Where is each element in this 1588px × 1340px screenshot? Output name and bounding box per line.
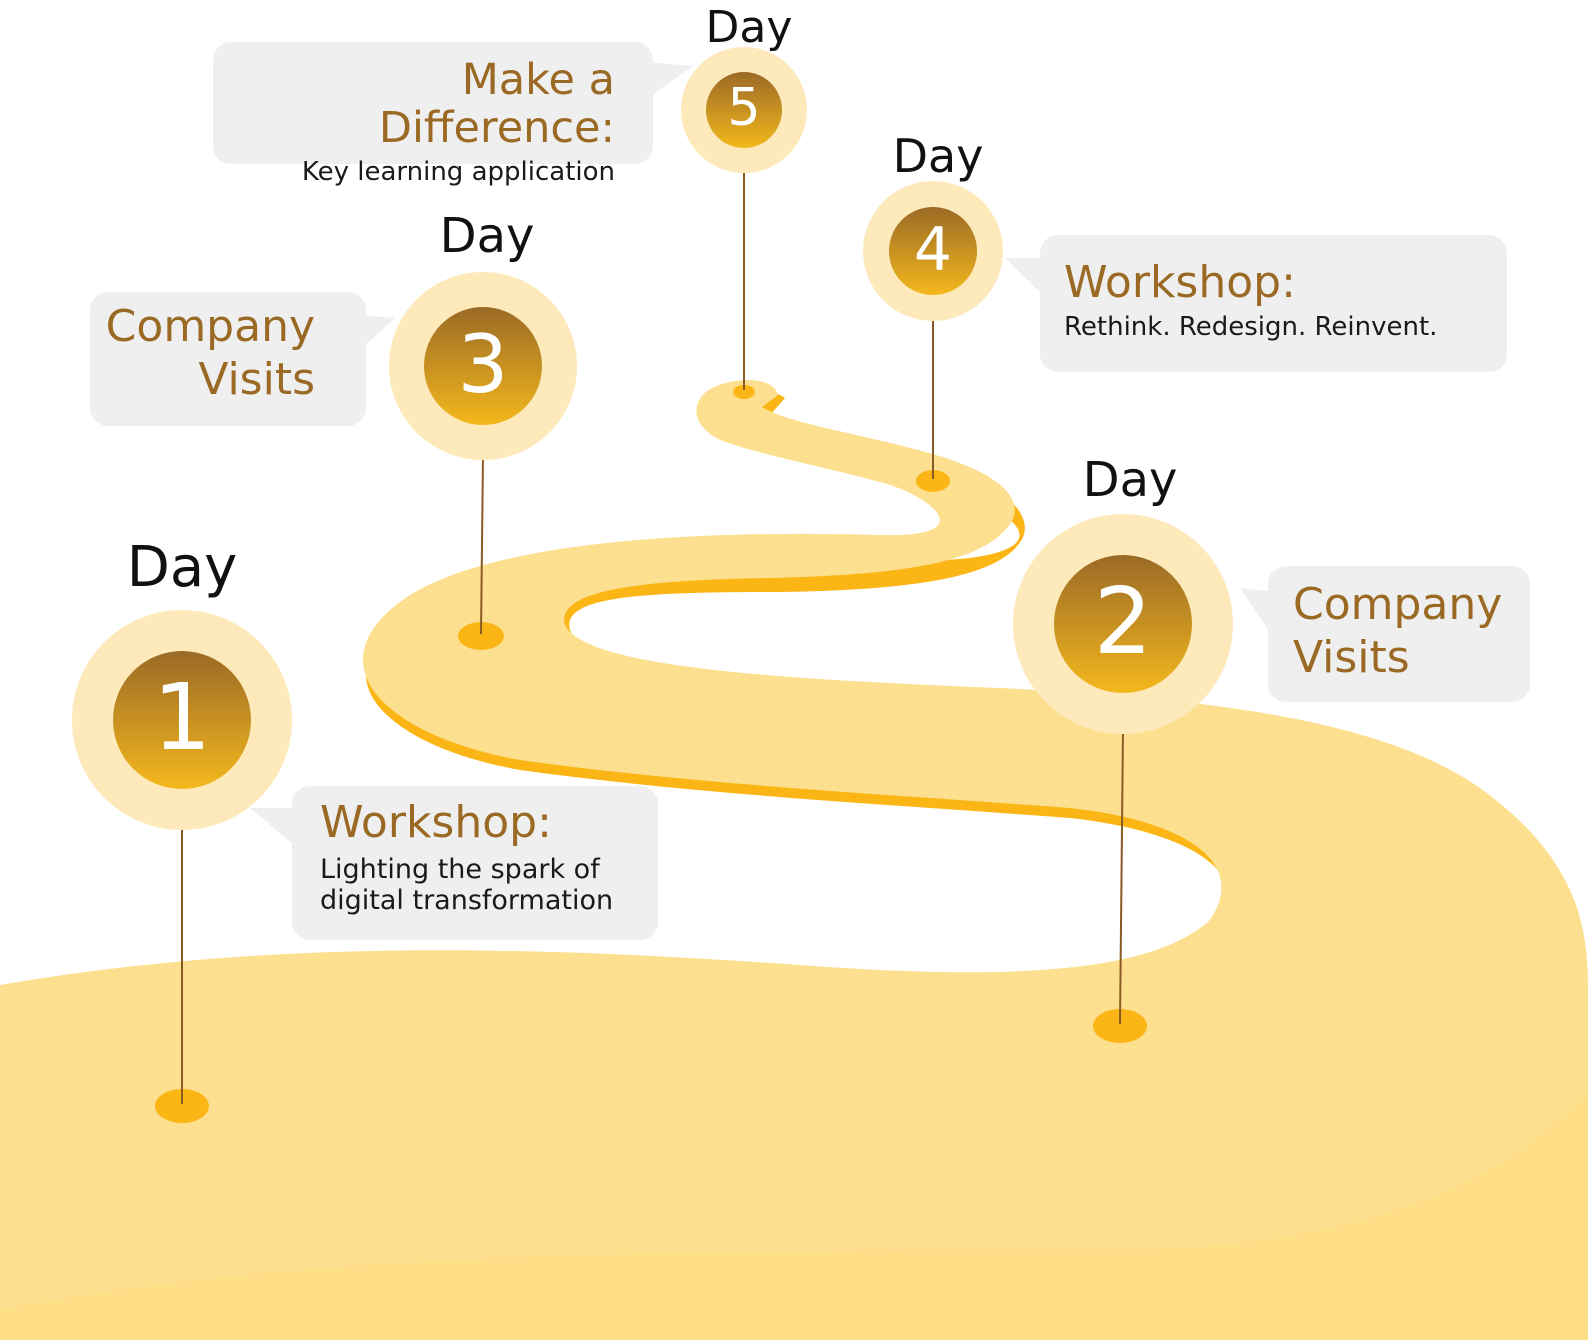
callout-day1 bbox=[250, 786, 658, 940]
callout-day3 bbox=[90, 292, 395, 426]
day-label-2: Day bbox=[1082, 452, 1178, 508]
badge-number-4: 4 bbox=[913, 215, 953, 285]
pin-line-day3 bbox=[480, 454, 484, 635]
badge-number-3: 3 bbox=[457, 318, 509, 411]
badge-day2 bbox=[1013, 514, 1233, 734]
callout-title-day3-line1: Company bbox=[105, 301, 315, 352]
callout-day4 bbox=[1005, 235, 1507, 372]
badge-number-2: 2 bbox=[1093, 568, 1153, 675]
callout-text-day3: Company Visits bbox=[100, 302, 315, 405]
callout-title-day5: Make a Difference: bbox=[378, 55, 615, 154]
callout-title-day2-line2: Visits bbox=[1293, 632, 1410, 684]
callout-subtitle-day1-line1: Lighting the spark of bbox=[320, 854, 600, 886]
callout-day2 bbox=[1240, 566, 1530, 702]
day-label-1: Day bbox=[126, 535, 238, 600]
callout-title-day3-line2: Visits bbox=[198, 354, 315, 406]
badge-day3 bbox=[389, 272, 577, 460]
callout-title-day4: Workshop: bbox=[1064, 257, 1296, 308]
callout-subtitle-day5: Key learning application bbox=[301, 157, 615, 188]
badge-day4 bbox=[863, 181, 1003, 321]
pin-dot-day5 bbox=[733, 385, 755, 399]
badge-number-5: 5 bbox=[727, 78, 761, 138]
callout-subtitle-day4: Rethink. Redesign. Reinvent. bbox=[1064, 312, 1438, 343]
callout-subtitle-day1-line2: digital transformation bbox=[320, 884, 614, 916]
pin-dot-day2 bbox=[1093, 1009, 1147, 1043]
pin-line-day2 bbox=[1119, 729, 1124, 1025]
callout-title-day1: Workshop: bbox=[320, 797, 552, 848]
badge-day1 bbox=[72, 610, 292, 830]
day-label-3: Day bbox=[439, 208, 535, 264]
day-label-5: Day bbox=[705, 2, 793, 53]
day-label-4: Day bbox=[892, 129, 984, 183]
pin-dot-day3 bbox=[458, 622, 504, 650]
callout-title-day2-line1: Company bbox=[1293, 579, 1503, 630]
callout-text-day5: Make a Difference: Key learning applicat… bbox=[222, 56, 615, 187]
pin-dot-day1 bbox=[155, 1089, 209, 1123]
badge-number-1: 1 bbox=[152, 664, 212, 771]
callout-text-day1: Workshop: Lighting the spark of digital … bbox=[320, 798, 650, 916]
badge-day5 bbox=[681, 47, 807, 173]
callout-text-day2: Company Visits bbox=[1293, 580, 1523, 683]
callout-day5 bbox=[213, 42, 693, 164]
pin-dot-day4 bbox=[916, 470, 950, 492]
road-surface bbox=[0, 379, 1588, 1340]
callout-text-day4: Workshop: Rethink. Redesign. Reinvent. bbox=[1064, 258, 1494, 342]
